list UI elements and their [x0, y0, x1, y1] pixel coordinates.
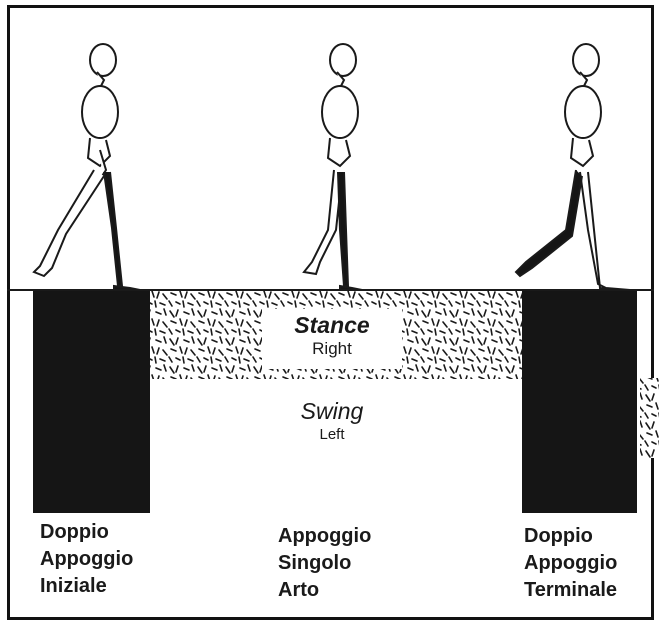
phase-label-terminal-double-support: Doppio Appoggio Terminale: [524, 523, 617, 604]
next-stance-band: [640, 378, 659, 458]
phase-label-single-support: Appoggio Singolo Arto: [278, 523, 371, 604]
phase-line: Singolo: [278, 550, 371, 577]
phase-line: Doppio: [524, 523, 617, 550]
stance-title: Stance: [262, 312, 402, 338]
phase-line: Doppio: [40, 519, 133, 546]
phase-line: Terminale: [524, 577, 617, 604]
terminal-double-support-bar: [522, 291, 637, 513]
figure-1: [34, 44, 140, 290]
phase-line: Appoggio: [40, 546, 133, 573]
swing-label: Swing Left: [262, 398, 402, 446]
figure-3: [516, 44, 630, 290]
swing-title: Swing: [262, 398, 402, 424]
phase-label-initial-double-support: Doppio Appoggio Iniziale: [40, 519, 133, 600]
swing-side: Left: [262, 424, 402, 446]
figure-2: [304, 44, 362, 290]
phase-line: Appoggio: [278, 523, 371, 550]
phase-line: Iniziale: [40, 573, 133, 600]
stance-side: Right: [262, 338, 402, 360]
stance-label: Stance Right: [262, 309, 402, 369]
phase-line: Arto: [278, 577, 371, 604]
initial-double-support-bar: [33, 291, 150, 513]
phase-line: Appoggio: [524, 550, 617, 577]
